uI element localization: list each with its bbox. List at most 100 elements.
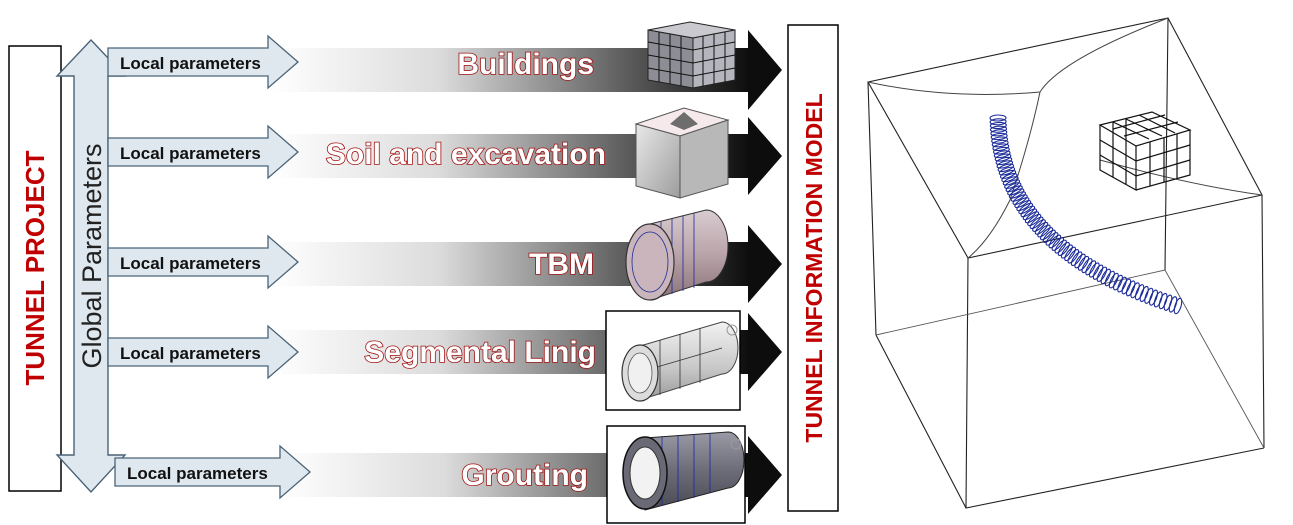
building-grid-icon (1098, 111, 1192, 192)
tunnel-ring (1113, 274, 1123, 291)
tunnel-ring (990, 129, 1008, 137)
tunnel-ring (1001, 173, 1018, 183)
local-parameters-arrow (107, 34, 299, 90)
tunnel-ring (991, 136, 1009, 144)
tunnel-ring (990, 132, 1008, 141)
tunnel-ring (1045, 232, 1059, 246)
tunnel-ring (1163, 294, 1173, 311)
tbm-cylinder-icon (625, 209, 729, 301)
tunnel-ring (1121, 278, 1132, 295)
tunnel-ring (1081, 258, 1093, 274)
tunnel-ring (1020, 205, 1036, 218)
tunnel-ring (989, 125, 1008, 133)
tunnel-ring (1153, 291, 1163, 308)
tunnel-ring (991, 139, 1009, 148)
tunnel-ring (1139, 285, 1149, 303)
tunnel-ring (998, 166, 1016, 176)
stage-label-grouting: Grouting (461, 459, 588, 492)
tunnel-ring (1092, 264, 1104, 280)
stage-row-soil: Local parameters Soil and excavation (107, 107, 782, 199)
local-parameters-arrow (107, 324, 299, 380)
flow-arrow-head (748, 313, 782, 391)
soil-block-icon (867, 17, 1265, 509)
tunnel-ring (993, 150, 1011, 159)
tunnel-ring (1130, 282, 1140, 299)
stage-label-buildings: Buildings (457, 48, 594, 81)
tunnel-ring (1125, 280, 1136, 297)
tunnel-project-label: TUNNEL PROJECT (20, 150, 50, 385)
tunnel-ring (989, 118, 1007, 126)
flow-arrow-head (748, 30, 782, 110)
tunnel-information-model-box (787, 24, 839, 512)
tunnel-ring (997, 163, 1015, 173)
local-parameters-label: Local parameters (127, 464, 268, 483)
tunnel-ring (1060, 244, 1073, 259)
tunnel-ring (1173, 297, 1183, 315)
tunnel-ring (1040, 227, 1054, 241)
stage-label-tbm: TBM (529, 248, 594, 281)
tunnel-ring (1027, 213, 1042, 227)
tunnel-ring (1002, 176, 1019, 186)
tunnel-ring (992, 143, 1010, 152)
tunnel-ring (1148, 289, 1159, 306)
tunnel-ring (1064, 246, 1077, 262)
flow-arrow-head (748, 436, 782, 514)
local-parameters-label: Local parameters (120, 254, 261, 273)
tunnel-ring (1034, 221, 1049, 235)
tunnel-ring (989, 121, 1007, 130)
local-parameters-label: Local parameters (120, 344, 261, 363)
stage-label-soil: Soil and excavation (326, 138, 606, 171)
segmental-lining-icon (605, 310, 741, 411)
tunnel-ring (1004, 179, 1021, 189)
tunnel-ring (1005, 182, 1022, 193)
tunnel-ring (1042, 229, 1056, 243)
tunnel-ring (1024, 211, 1040, 224)
tunnel-ring (1048, 234, 1062, 249)
tunnel-information-model-label: TUNNEL INFORMATION MODEL (801, 93, 827, 442)
tunnel-ring (1144, 287, 1154, 304)
local-parameters-label: Local parameters (120, 54, 261, 73)
tunnel-rings-icon (989, 114, 1183, 315)
tunnel-ring (1067, 249, 1080, 264)
tunnel-ring (1007, 185, 1023, 196)
tunnel-ring (1070, 251, 1083, 267)
stage-row-segmental: Local parameters Segmental Linig (107, 310, 782, 411)
tunnel-ring (1037, 224, 1051, 238)
tunnel-ring (1096, 266, 1108, 283)
local-parameters-arrow (107, 124, 299, 180)
tunnel-ring (1054, 239, 1067, 254)
tunnel-ring (1104, 270, 1115, 287)
tunnel-ring (1117, 276, 1127, 293)
tunnel-ring (1032, 219, 1046, 232)
tunnel-ring (1051, 237, 1065, 251)
tunnel-ring (992, 146, 1010, 155)
stage-label-segmental: Segmental Linig (364, 336, 596, 369)
soil-cube-icon (634, 107, 730, 199)
tunnel-ring (1018, 202, 1034, 215)
stage-row-buildings: Local parameters Buildings (107, 21, 782, 110)
left-panel: TUNNEL PROJECT Global Parameters Local p… (8, 21, 839, 524)
stage-row-tbm: Local parameters TBM (107, 209, 782, 303)
tunnel-ring (1158, 292, 1168, 310)
tunnel-project-box (8, 45, 62, 492)
tunnel-ring (1010, 191, 1026, 202)
tunnel-ring (1016, 200, 1032, 212)
tunnel-ring (1074, 253, 1086, 269)
tunnel-ring (1014, 197, 1030, 209)
tunnel-ring (1022, 208, 1038, 221)
tunnel-ring (1100, 268, 1111, 285)
tunnel-ring (1012, 194, 1028, 205)
tunnel-ring (996, 160, 1014, 169)
tunnel-ring (1108, 272, 1119, 289)
tunnel-ring (1088, 262, 1100, 278)
tunnel-ring (1168, 296, 1178, 313)
flow-arrow-head (748, 117, 782, 195)
tunnel-ring (995, 156, 1013, 166)
tunnel-ring (1029, 216, 1044, 230)
building-grid-icon (647, 21, 736, 89)
tunnel-ring (1134, 284, 1145, 301)
global-parameters-label: Global Parameters (77, 143, 107, 368)
local-parameters-arrow (114, 444, 311, 500)
tunnel-ring (1057, 241, 1070, 257)
